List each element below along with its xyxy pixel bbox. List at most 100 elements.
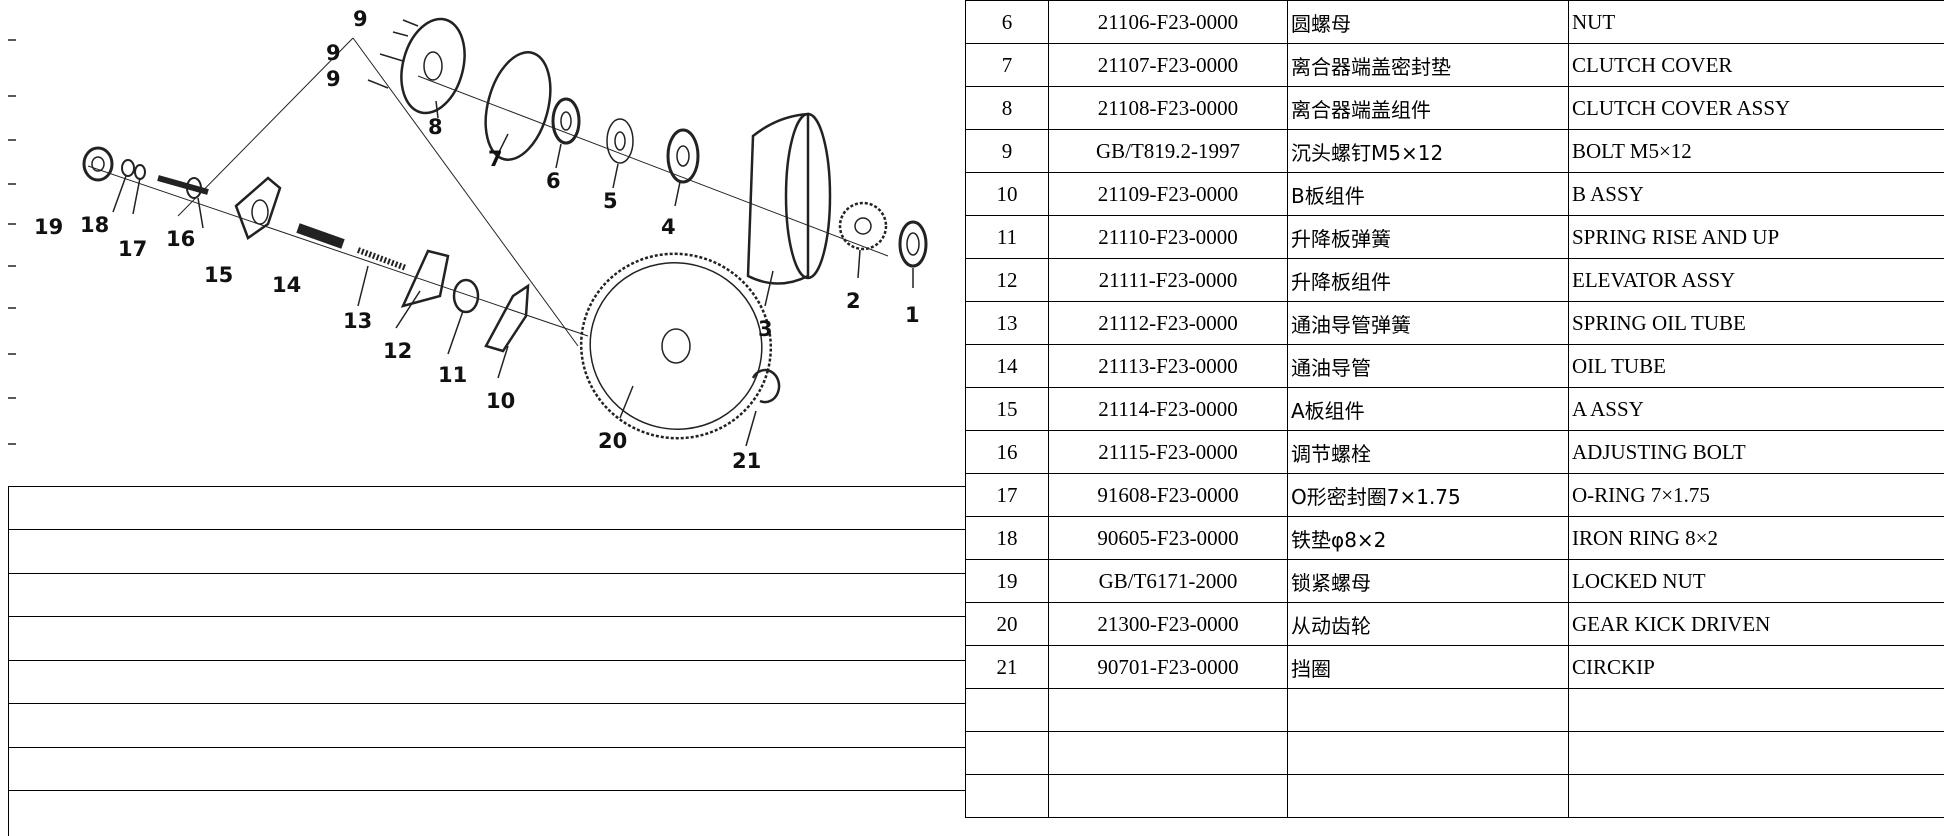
part-number-index-cell: 6 (965, 0, 1049, 44)
callout-9: 9 (326, 41, 341, 65)
part-number-index-cell: 17 (965, 473, 1049, 517)
chinese-name-cell: A板组件 (1287, 387, 1569, 431)
chinese-name-cell: 离合器端盖密封垫 (1287, 43, 1569, 87)
chinese-name-cell (1287, 688, 1569, 732)
english-name-cell (1568, 774, 1944, 818)
english-name-cell: ADJUSTING BOLT (1568, 430, 1944, 474)
english-name-cell: B ASSY (1568, 172, 1944, 216)
chinese-name-cell: 锁紧螺母 (1287, 559, 1569, 603)
part-code-cell (1048, 688, 1288, 732)
part-number-index-cell: 18 (965, 516, 1049, 560)
part-number-index-cell: 15 (965, 387, 1049, 431)
callout-5: 5 (603, 189, 618, 213)
english-name-cell: CLUTCH COVER (1568, 43, 1944, 87)
callout-13: 13 (343, 309, 372, 333)
part-code-cell: 21106-F23-0000 (1048, 0, 1288, 44)
english-name-cell: NUT (1568, 0, 1944, 44)
part-code-cell: 21114-F23-0000 (1048, 387, 1288, 431)
part-code-cell: 21300-F23-0000 (1048, 602, 1288, 646)
exploded-parts-diagram: 1 2 3 4 5 6 7 8 9 9 9 9 10 11 12 13 14 1… (8, 7, 928, 473)
english-name-cell: SPRING RISE AND UP (1568, 215, 1944, 259)
callout-21: 21 (732, 449, 761, 473)
chinese-name-cell (1287, 774, 1569, 818)
chinese-name-cell: 圆螺母 (1287, 0, 1569, 44)
part-code-cell: 21112-F23-0000 (1048, 301, 1288, 345)
callout-2: 2 (846, 289, 861, 313)
callout-18: 18 (80, 213, 109, 237)
callout-1: 1 (905, 303, 920, 327)
english-name-cell: CLUTCH COVER ASSY (1568, 86, 1944, 130)
callout-12: 12 (383, 339, 412, 363)
part-code-cell: 91608-F23-0000 (1048, 473, 1288, 517)
part-number-index-cell: 12 (965, 258, 1049, 302)
part-number-index-cell (965, 774, 1049, 818)
chinese-name-cell: 挡圈 (1287, 645, 1569, 689)
callout-11: 11 (438, 363, 467, 387)
callout-20: 20 (598, 429, 627, 453)
part-number-index-cell: 16 (965, 430, 1049, 474)
part-number-index-cell: 11 (965, 215, 1049, 259)
english-name-cell: OIL TUBE (1568, 344, 1944, 388)
callout-4: 4 (661, 215, 676, 239)
english-name-cell (1568, 688, 1944, 732)
part-number-index-cell: 20 (965, 602, 1049, 646)
part-code-cell: GB/T6171-2000 (1048, 559, 1288, 603)
english-name-cell (1568, 731, 1944, 775)
callout-10: 10 (486, 389, 515, 413)
english-name-cell: GEAR KICK DRIVEN (1568, 602, 1944, 646)
grid-line (8, 486, 965, 487)
chinese-name-cell: 调节螺栓 (1287, 430, 1569, 474)
english-name-cell: SPRING OIL TUBE (1568, 301, 1944, 345)
callout-17: 17 (118, 237, 147, 261)
chinese-name-cell: 离合器端盖组件 (1287, 86, 1569, 130)
part-code-cell: 90701-F23-0000 (1048, 645, 1288, 689)
callout-3: 3 (758, 317, 773, 341)
callout-9: 9 (353, 7, 368, 31)
part-code-cell: 21113-F23-0000 (1048, 344, 1288, 388)
callout-9: 9 (326, 67, 341, 91)
part-number-index-cell: 21 (965, 645, 1049, 689)
chinese-name-cell: 升降板组件 (1287, 258, 1569, 302)
chinese-name-cell: O形密封圈7×1.75 (1287, 473, 1569, 517)
part-number-index-cell: 9 (965, 129, 1049, 173)
grid-line (8, 573, 965, 574)
part-number-index-cell (965, 731, 1049, 775)
grid-line (8, 529, 965, 530)
english-name-cell: LOCKED NUT (1568, 559, 1944, 603)
left-blank-grid (8, 486, 965, 836)
part-code-cell (1048, 774, 1288, 818)
grid-line (8, 703, 965, 704)
callout-8: 8 (428, 115, 443, 139)
chinese-name-cell: 升降板弹簧 (1287, 215, 1569, 259)
english-name-cell: CIRCKIP (1568, 645, 1944, 689)
chinese-name-cell: 铁垫φ8×2 (1287, 516, 1569, 560)
chinese-name-cell (1287, 731, 1569, 775)
part-code-cell: 21110-F23-0000 (1048, 215, 1288, 259)
parts-table-row (965, 731, 1944, 775)
grid-line (8, 616, 965, 617)
callout-6: 6 (546, 169, 561, 193)
parts-table-row (965, 688, 1944, 732)
english-name-cell: IRON RING 8×2 (1568, 516, 1944, 560)
part-code-cell: GB/T819.2-1997 (1048, 129, 1288, 173)
part-number-index-cell: 10 (965, 172, 1049, 216)
english-name-cell: A ASSY (1568, 387, 1944, 431)
part-code-cell: 21108-F23-0000 (1048, 86, 1288, 130)
part-number-index-cell: 13 (965, 301, 1049, 345)
chinese-name-cell: B板组件 (1287, 172, 1569, 216)
callout-19: 19 (34, 215, 63, 239)
part-code-cell (1048, 731, 1288, 775)
grid-line (8, 747, 965, 748)
english-name-cell: BOLT M5×12 (1568, 129, 1944, 173)
